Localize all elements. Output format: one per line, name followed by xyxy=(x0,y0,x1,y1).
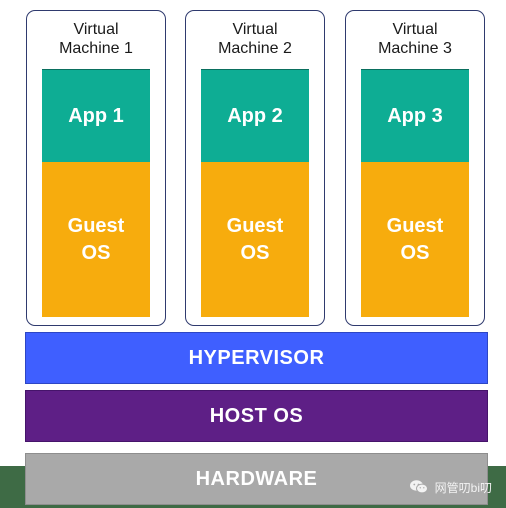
guest-os-block: Guest OS xyxy=(201,162,309,317)
app-block: App 1 xyxy=(42,69,150,162)
host-os-layer: HOST OS xyxy=(25,390,488,442)
app-block: App 3 xyxy=(361,69,469,162)
virtual-machine-2: Virtual Machine 2 App 2 Guest OS xyxy=(185,10,325,326)
app-block: App 2 xyxy=(201,69,309,162)
hardware-layer: HARDWARE xyxy=(25,453,488,505)
virtual-machine-1: Virtual Machine 1 App 1 Guest OS xyxy=(26,10,166,326)
wechat-icon xyxy=(409,479,429,495)
guest-os-block: Guest OS xyxy=(361,162,469,317)
watermark-text: 网管叨bi叨 xyxy=(434,480,492,495)
guest-os-block: Guest OS xyxy=(42,162,150,317)
hypervisor-layer: HYPERVISOR xyxy=(25,332,488,384)
virtual-machine-3: Virtual Machine 3 App 3 Guest OS xyxy=(345,10,485,326)
vm-title: Virtual Machine 3 xyxy=(378,21,452,57)
vm-title: Virtual Machine 1 xyxy=(59,21,133,57)
watermark: 网管叨bi叨 xyxy=(409,477,492,497)
vm-title: Virtual Machine 2 xyxy=(218,21,292,57)
